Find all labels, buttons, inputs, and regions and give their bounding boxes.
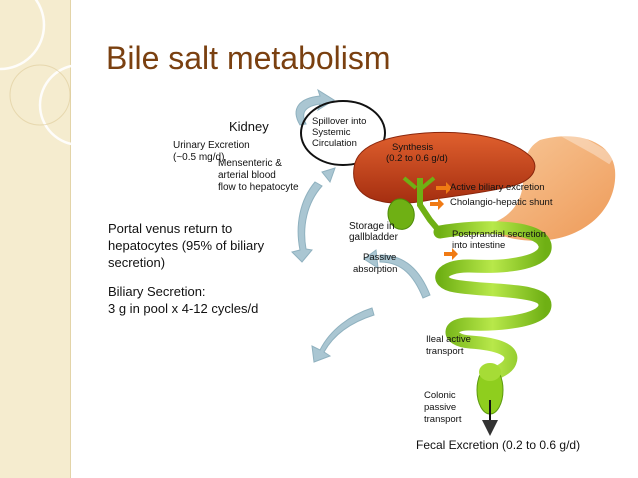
fecal-label: Fecal Excretion (0.2 to 0.6 g/d) [416, 438, 580, 452]
portal-return-arrow-top [291, 181, 323, 263]
spillover-label-1: Spillover into [312, 116, 366, 127]
portal-label-1: Portal venus return to [108, 221, 232, 236]
urinary-label-1: Urinary Excretion [173, 140, 250, 151]
kidney-return-arrow [295, 88, 335, 126]
urinary-label-2: (~0.5 mg/d) [173, 152, 224, 163]
portal-label-2: hepatocytes (95% of biliary [108, 238, 265, 253]
mesenteric-label-3: flow to hepatocyte [218, 182, 299, 193]
biliary-label-1: Biliary Secretion: [108, 284, 206, 299]
bile-duct [402, 176, 443, 234]
postprandial-label-2: into intestine [452, 240, 505, 251]
decorative-circles [0, 0, 122, 147]
kidney-label: Kidney [229, 119, 269, 134]
portal-return-arrow-upper [321, 167, 336, 184]
side-band-divider [70, 0, 71, 478]
storage-label-2: gallbladder [349, 232, 399, 243]
mesenteric-label-1: Mensenteric & [218, 158, 282, 169]
decorative-side-band [0, 0, 70, 478]
cholangio-label: Cholangio-hepatic shunt [450, 197, 553, 208]
storage-label-1: Storage in [349, 221, 395, 232]
circulation-arrows [291, 88, 431, 363]
liver [353, 131, 536, 204]
biliary-label-2: 3 g in pool x 4-12 cycles/d [108, 301, 258, 316]
spillover-circle [300, 100, 386, 166]
passive-label-1: Passive [363, 252, 396, 263]
slide-title: Bile salt metabolism [106, 40, 391, 76]
active-biliary-label: Active biliary excretion [450, 182, 545, 193]
spillover-label-2: Systemic [312, 127, 351, 138]
intestine [433, 221, 552, 407]
ileal-return-arrowhead [363, 249, 379, 269]
colonic-label-2: passive [424, 402, 456, 413]
portal-label-3: secretion) [108, 255, 165, 270]
mesenteric-label-2: arterial blood [218, 170, 276, 181]
postprandial-label-1: Postprandial secretion [452, 229, 546, 240]
diagram-labels: Kidney Urinary Excretion (~0.5 mg/d) Men… [108, 116, 580, 452]
ileal-label-2: transport [426, 346, 464, 357]
ileal-return-arrow [379, 254, 431, 299]
gallbladder [387, 198, 415, 230]
spillover-label-3: Circulation [312, 138, 357, 149]
stomach [482, 136, 616, 241]
portal-return-arrow-lower [311, 307, 375, 363]
synthesis-label-2: (0.2 to 0.6 g/d) [386, 153, 448, 164]
colonic-label-3: transport [424, 414, 462, 425]
synthesis-label-1: Synthesis [392, 142, 433, 153]
orange-arrows [430, 182, 458, 260]
ileal-label-1: Ileal active [426, 334, 471, 345]
colonic-label-1: Colonic [424, 390, 456, 401]
passive-label-2: absorption [353, 264, 397, 275]
